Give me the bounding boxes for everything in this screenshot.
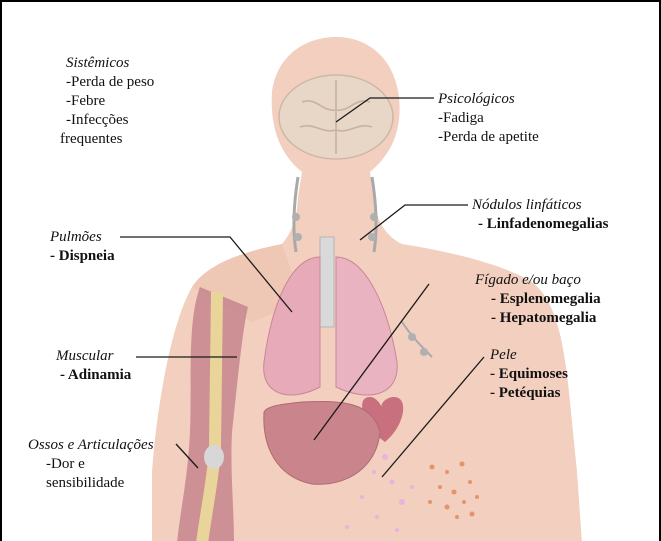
label-psicologicos: Psicológicos -Fadiga -Perda de apetite: [438, 90, 539, 147]
pele-item: - Equimoses: [490, 365, 568, 384]
label-sistemicos: Sistêmicos -Perda de peso -Febre -Infecç…: [66, 54, 154, 149]
sistemicos-item: -Perda de peso: [66, 73, 154, 92]
sistemicos-item: frequentes: [60, 130, 154, 149]
nodulos-item: - Linfadenomegalias: [478, 215, 608, 234]
sistemicos-item: -Infecções: [66, 111, 154, 130]
psicologicos-heading: Psicológicos: [438, 90, 539, 109]
figado-item: - Hepatomegalia: [491, 309, 601, 328]
pele-item: - Petéquias: [490, 384, 568, 403]
pulmoes-item: - Dispneia: [50, 247, 115, 266]
muscular-heading: Muscular: [56, 347, 131, 366]
label-figado: Fígado e/ou baço - Esplenomegalia - Hepa…: [475, 271, 601, 328]
ossos-item: sensibilidade: [46, 474, 154, 493]
figado-heading: Fígado e/ou baço: [475, 271, 601, 290]
figado-item: - Esplenomegalia: [491, 290, 601, 309]
label-muscular: Muscular - Adinamia: [56, 347, 131, 385]
label-pulmoes: Pulmões - Dispneia: [50, 228, 115, 266]
label-ossos: Ossos e Articulações -Dor e sensibilidad…: [28, 436, 154, 493]
sistemicos-heading: Sistêmicos: [66, 54, 154, 73]
pele-heading: Pele: [490, 346, 568, 365]
trachea: [320, 237, 334, 327]
ossos-item: -Dor e: [46, 455, 154, 474]
nodulos-heading: Nódulos linfáticos: [472, 196, 608, 215]
pulmoes-heading: Pulmões: [50, 228, 115, 247]
label-pele: Pele - Equimoses - Petéquias: [490, 346, 568, 403]
psicologicos-item: -Fadiga: [438, 109, 539, 128]
label-nodulos: Nódulos linfáticos - Linfadenomegalias: [472, 196, 608, 234]
psicologicos-item: -Perda de apetite: [438, 128, 539, 147]
sistemicos-item: -Febre: [66, 92, 154, 111]
muscular-item: - Adinamia: [60, 366, 131, 385]
ossos-heading: Ossos e Articulações: [28, 436, 154, 455]
